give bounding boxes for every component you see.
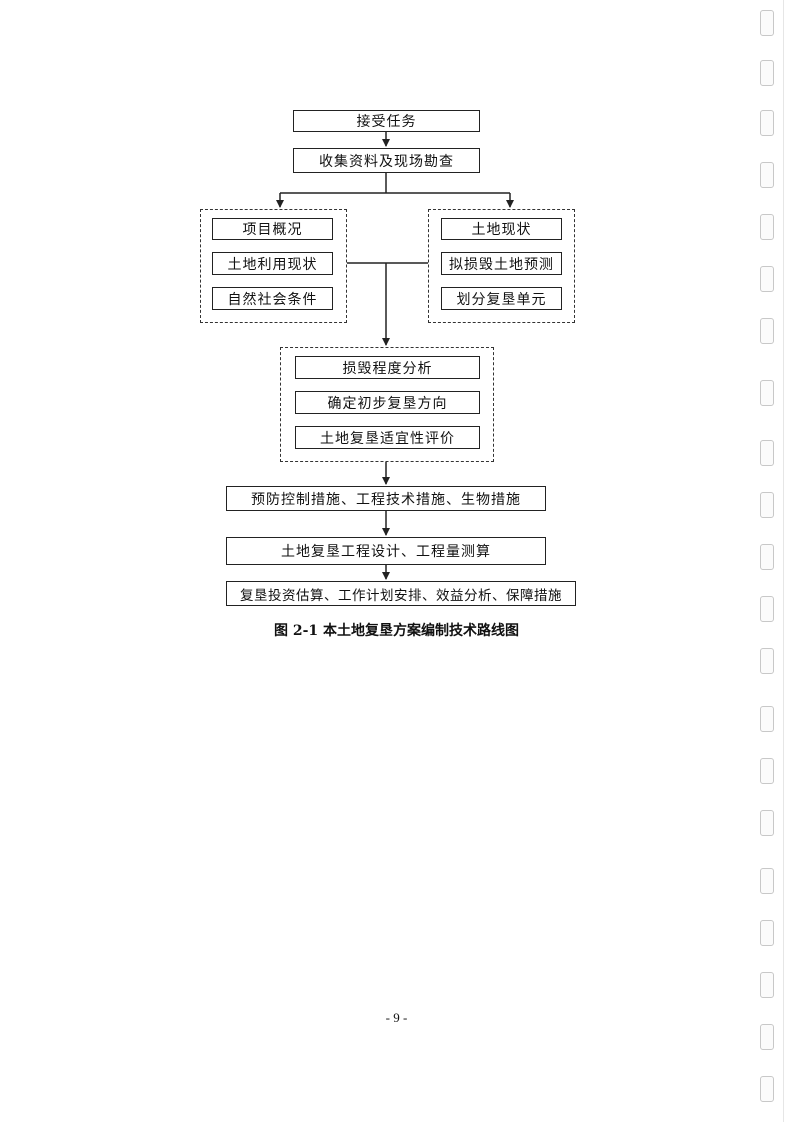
left-group-frame xyxy=(200,209,347,323)
binding-hole xyxy=(760,706,774,732)
center-item-suitability: 土地复垦适宜性评价 xyxy=(295,426,480,449)
left-item-project-overview: 项目概况 xyxy=(212,218,333,240)
binding-hole xyxy=(760,810,774,836)
binding-hole xyxy=(760,214,774,240)
step-collect-survey: 收集资料及现场勘查 xyxy=(293,148,480,173)
binding-hole xyxy=(760,972,774,998)
right-group-frame xyxy=(428,209,575,323)
right-item-land-status: 土地现状 xyxy=(441,218,562,240)
binding-hole xyxy=(760,318,774,344)
step-investment-planning: 复垦投资估算、工作计划安排、效益分析、保障措施 xyxy=(226,581,576,606)
binding-hole xyxy=(760,162,774,188)
binding-hole xyxy=(760,60,774,86)
center-item-initial-direction: 确定初步复垦方向 xyxy=(295,391,480,414)
right-item-damage-prediction: 拟损毁土地预测 xyxy=(441,252,562,275)
binding-hole xyxy=(760,758,774,784)
left-item-natural-social: 自然社会条件 xyxy=(212,287,333,310)
binding-hole xyxy=(760,492,774,518)
binding-hole xyxy=(760,440,774,466)
binding-hole xyxy=(760,648,774,674)
binding-hole xyxy=(760,596,774,622)
binding-hole xyxy=(760,868,774,894)
binding-hole xyxy=(760,10,774,36)
binding-edge-line xyxy=(783,0,784,1122)
step-accept-task: 接受任务 xyxy=(293,110,480,132)
center-item-damage-analysis: 损毁程度分析 xyxy=(295,356,480,379)
page-number: - 9 - xyxy=(385,1010,408,1025)
binding-hole xyxy=(760,110,774,136)
step-measures: 预防控制措施、工程技术措施、生物措施 xyxy=(226,486,546,511)
binding-hole xyxy=(760,1024,774,1050)
binding-hole xyxy=(760,380,774,406)
figure-caption: 图 2-1 本土地复垦方案编制技术路线图 xyxy=(273,623,520,639)
binding-hole xyxy=(760,1076,774,1102)
binding-hole xyxy=(760,920,774,946)
right-item-reclamation-units: 划分复垦单元 xyxy=(441,287,562,310)
step-engineering-design: 土地复垦工程设计、工程量测算 xyxy=(226,537,546,565)
binding-hole xyxy=(760,544,774,570)
binding-hole xyxy=(760,266,774,292)
left-item-land-use-status: 土地利用现状 xyxy=(212,252,333,275)
center-group-frame xyxy=(280,347,494,462)
